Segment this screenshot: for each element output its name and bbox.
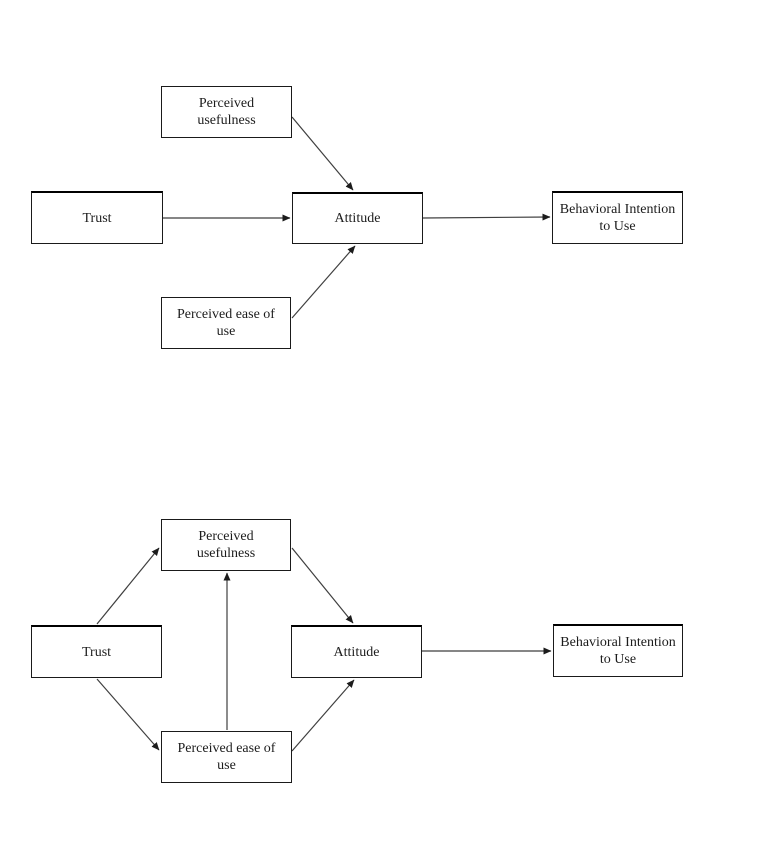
node-label: Attitude xyxy=(333,644,380,660)
node-label: Trust xyxy=(82,210,112,226)
node-attitude-bottom: Attitude xyxy=(291,625,422,678)
node-trust-bottom: Trust xyxy=(31,625,162,678)
node-label: Perceived usefulness xyxy=(197,96,256,128)
node-label: Behavioral Intention to Use xyxy=(559,202,676,234)
arrow-bottom-trust-to-perceived-ease-of-use xyxy=(96,678,160,751)
arrow-bottom-perceived-ease-of-use-to-attitude xyxy=(291,679,355,752)
arrow-bottom-trust-to-perceived-usefulness xyxy=(96,547,160,625)
node-label: Trust xyxy=(81,644,112,660)
node-perceived-ease-of-use-top: Perceived ease of use xyxy=(161,297,291,349)
node-label: Attitude xyxy=(334,211,381,226)
arrow-top-perceived-ease-of-use-to-attitude xyxy=(291,245,356,319)
node-perceived-usefulness-bottom: Perceived usefulness xyxy=(161,519,291,571)
arrow-top-attitude-to-behavioral-intention xyxy=(422,213,551,221)
node-label: Perceived ease of use xyxy=(177,307,275,339)
node-attitude-top: Attitude xyxy=(292,192,423,244)
node-behavioral-intention-bottom: Behavioral Intention to Use xyxy=(553,624,683,677)
node-label: Perceived usefulness xyxy=(196,529,256,561)
node-trust-top: Trust xyxy=(31,191,163,244)
node-perceived-ease-of-use-bottom: Perceived ease of use xyxy=(161,731,292,783)
arrow-bottom-perceived-usefulness-to-attitude xyxy=(291,547,354,624)
node-label: Behavioral Intention to Use xyxy=(560,635,676,667)
node-label: Perceived ease of use xyxy=(177,741,276,773)
arrow-top-perceived-usefulness-to-attitude xyxy=(291,116,354,191)
node-behavioral-intention-top: Behavioral Intention to Use xyxy=(552,191,683,244)
node-perceived-usefulness-top: Perceived usefulness xyxy=(161,86,292,138)
